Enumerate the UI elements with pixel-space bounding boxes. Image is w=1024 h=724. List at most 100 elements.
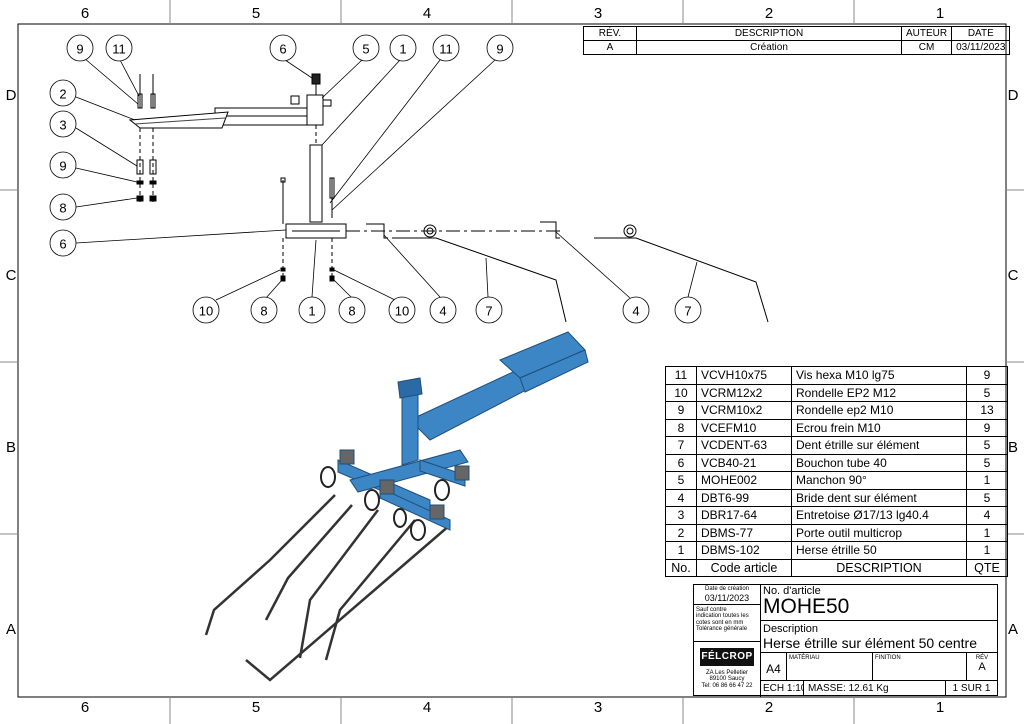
creation-date: 03/11/2023 — [694, 593, 760, 605]
sheet: 1 SUR 1 — [952, 683, 991, 694]
bom-cell-qty: 1 — [966, 523, 1008, 542]
bom-cell-code: DBR17-64 — [696, 506, 792, 525]
bom-cell-no: 10 — [665, 383, 697, 402]
bom-cell-no: 11 — [665, 366, 697, 385]
balloon-1 — [389, 34, 417, 62]
bom-cell-desc: Bouchon tube 40 — [791, 453, 967, 472]
scale: ECH 1:10 — [763, 681, 804, 696]
balloon-label: 5 — [362, 42, 369, 57]
balloons — [49, 34, 702, 324]
exploded-view — [128, 73, 769, 323]
bom-cell-qty: 1 — [966, 471, 1008, 490]
balloon-4 — [429, 296, 457, 324]
bom-cell-code: DBMS-102 — [696, 541, 792, 560]
zone-col-label: 4 — [422, 699, 432, 716]
rev-value-date: 03/11/2023 — [951, 40, 1011, 55]
zone-col-label: 2 — [764, 5, 774, 22]
rev-header-rev: RÉV. — [583, 26, 637, 41]
balloon-3 — [49, 110, 77, 138]
balloon-7 — [674, 296, 702, 324]
balloon-6 — [49, 229, 77, 257]
bom-cell-code: DBMS-77 — [696, 523, 792, 542]
balloon-label: 3 — [59, 118, 66, 133]
format: A4 — [761, 653, 787, 681]
balloon-8 — [338, 296, 366, 324]
bom-cell-desc: Bride dent sur élément — [791, 488, 967, 507]
rev-header-author: AUTEUR — [900, 26, 953, 41]
balloon-7 — [475, 296, 503, 324]
zone-col-label: 5 — [251, 699, 261, 716]
zone-col-label: 6 — [80, 5, 90, 22]
bom-cell-no: 1 — [665, 541, 697, 560]
rev-cell: RÉV A — [967, 653, 997, 681]
balloon-label: 6 — [59, 237, 66, 252]
description-cell: Description Herse étrille sur élément 50… — [761, 621, 997, 653]
balloon-1 — [298, 296, 326, 324]
bom-cell-code: VCEFM10 — [696, 418, 792, 437]
zone-col-label: 3 — [593, 5, 603, 22]
finish-label: FINITION — [873, 653, 967, 681]
zone-col-label: 3 — [593, 699, 603, 716]
bom-cell-qty: 5 — [966, 436, 1008, 455]
balloon-label: 8 — [260, 304, 267, 319]
bom-cell-no: 8 — [665, 418, 697, 437]
zone-row-label: D — [1007, 87, 1019, 104]
bom-cell-code: VCRM12x2 — [696, 383, 792, 402]
notes: Sauf contre indication toutes les cotes … — [694, 605, 760, 642]
balloon-label: 10 — [199, 304, 213, 319]
balloon-5 — [352, 34, 380, 62]
bom-cell-code: MOHE002 — [696, 471, 792, 490]
bom-cell-qty: 5 — [966, 453, 1008, 472]
bom-cell-desc: Manchon 90° — [791, 471, 967, 490]
mass: MASSE: 12.61 Kg — [804, 681, 946, 696]
rev-label: RÉV — [975, 655, 989, 661]
bom-cell-no: 9 — [665, 401, 697, 420]
balloon-11 — [432, 34, 460, 62]
bom-cell-no: 7 — [665, 436, 697, 455]
phone: Tel: 06 86 66 47 22 — [701, 682, 753, 689]
balloon-10 — [388, 296, 416, 324]
balloon-9 — [486, 34, 514, 62]
balloon-label: 10 — [395, 304, 409, 319]
bom-cell-code: DBT6-99 — [696, 488, 792, 507]
address-line-2: 89100 Saucy — [709, 676, 745, 682]
isometric-view — [204, 331, 589, 682]
balloon-6 — [269, 34, 297, 62]
rev-value: A — [978, 661, 986, 673]
balloon-10 — [192, 296, 220, 324]
bom-cell-desc: Dent étrille sur élément — [791, 436, 967, 455]
balloon-label: 8 — [59, 201, 66, 216]
bom-cell-no: 4 — [665, 488, 697, 507]
bom-cell-desc: Ecrou frein M10 — [791, 418, 967, 437]
note-line: Sauf contre — [696, 606, 727, 613]
note-line: Tolérance générale — [696, 626, 748, 632]
revision-table: RÉV. DESCRIPTION AUTEUR DATE A Création … — [583, 26, 1011, 55]
article-label: No. d'article — [763, 585, 821, 597]
bom-cell-desc: Vis hexa M10 lg75 — [791, 366, 967, 385]
balloon-label: 9 — [496, 42, 503, 57]
balloon-label: 11 — [112, 42, 126, 57]
bom-cell-code: VCRM10x2 — [696, 401, 792, 420]
zone-row-label: B — [5, 439, 16, 456]
balloon-label: 6 — [279, 42, 286, 57]
bom-cell-no: 6 — [665, 453, 697, 472]
balloon-label: 9 — [76, 42, 83, 57]
zone-row-label: A — [5, 621, 16, 638]
address-line-1: ZA Les Pelletier — [705, 669, 749, 676]
title-block: Date de création 03/11/2023 Sauf contre … — [693, 584, 998, 697]
material-label: MATÉRIAU — [787, 653, 873, 681]
article-number: MOHE50 — [763, 595, 850, 618]
balloon-label: 2 — [59, 87, 66, 102]
bom-cell-qty: 9 — [966, 366, 1008, 385]
balloon-11 — [105, 34, 133, 62]
balloon-label: 11 — [439, 42, 453, 57]
